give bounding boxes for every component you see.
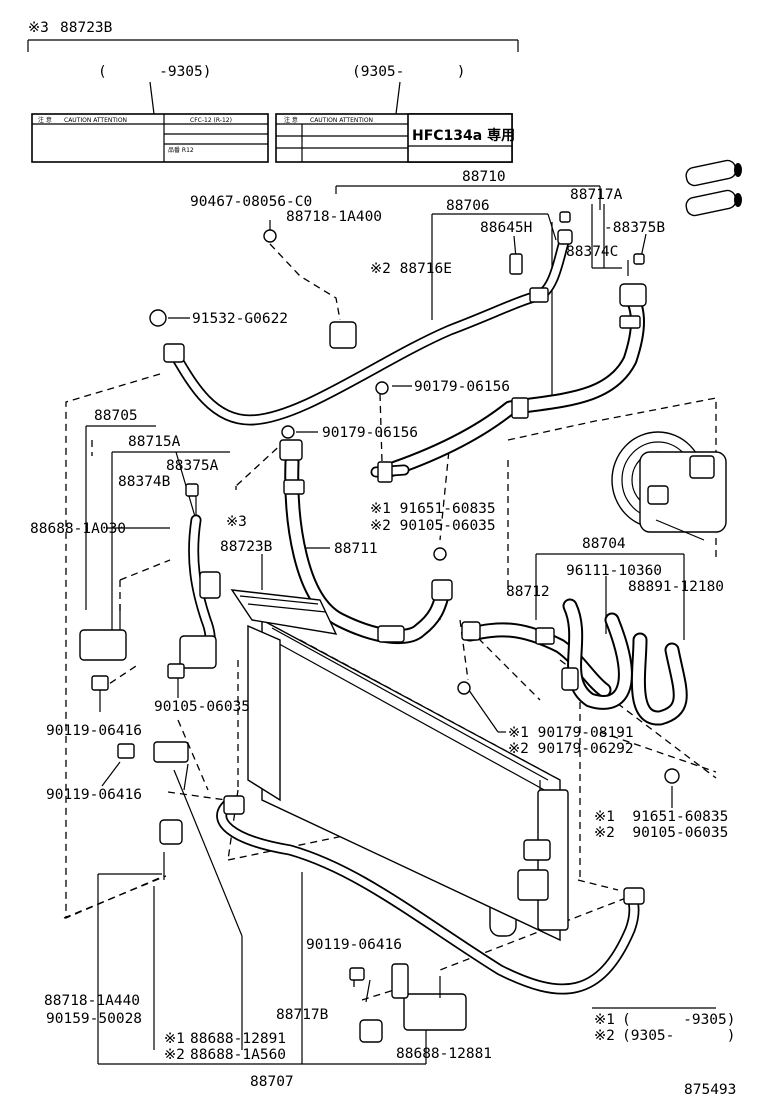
label-88374c: 88374C <box>566 244 618 260</box>
hoses <box>166 230 688 995</box>
label-88704: 88704 <box>582 536 626 552</box>
label-90179-06156-a: 90179-06156 <box>414 379 510 395</box>
label-88705: 88705 <box>94 408 138 424</box>
label-88712: 88712 <box>506 584 550 600</box>
leader-lines <box>85 185 685 1065</box>
label-88374b: 88374B <box>118 474 171 490</box>
caution-right-title-en: CAUTION ATTENTION <box>310 117 373 124</box>
caution-right-hfc: HFC134a 専用 <box>412 127 515 144</box>
label-88706: 88706 <box>446 198 490 214</box>
label-90105-b: ※2 90105-06035 <box>594 825 728 841</box>
label-90179-06292: ※2 90179-06292 <box>508 741 634 757</box>
compressor <box>611 431 727 541</box>
label-90119-b: 90119-06416 <box>46 787 142 803</box>
label-88688-1a560: 88688-1A560 <box>190 1047 286 1063</box>
label-88723b: 88723B <box>220 539 273 555</box>
label-88375a: 88375A <box>166 458 219 474</box>
range-right: (9305- ) <box>352 64 466 80</box>
label-88891: 88891-12180 <box>628 579 724 595</box>
label-90105-a: ※2 90105-06035 <box>370 518 496 534</box>
legend: ※1 ( -9305) ※2 (9305- ) <box>592 1007 736 1044</box>
label-2-mark-a: ※2 <box>164 1047 185 1063</box>
label-88711: 88711 <box>334 541 378 557</box>
label-88710: 88710 <box>462 169 506 185</box>
label-91532: 91532-G0622 <box>192 311 288 327</box>
condenser <box>230 589 569 942</box>
label-91651-a: ※1 91651-60835 <box>370 501 496 517</box>
label-90179-06156-b: 90179-06156 <box>322 425 418 441</box>
label-90467: 90467-08056-C0 <box>190 194 312 210</box>
caution-left-title-jp: 注 意 <box>38 116 52 124</box>
range-left: ( -9305) <box>98 64 212 80</box>
label-90179-08191: ※1 90179-08191 <box>508 725 634 741</box>
label-90119-a: 90119-06416 <box>46 723 142 739</box>
label-88718-1a440: 88718-1A440 <box>44 993 140 1009</box>
label-88716e: ※2 88716E <box>370 261 452 277</box>
legend-row1-range: ( -9305) <box>622 1012 736 1028</box>
legend-row2-range: (9305- ) <box>622 1028 736 1044</box>
label-96111: 96111-10360 <box>566 563 662 579</box>
label-88717b: 88717B <box>276 1007 329 1023</box>
part-labels: 88710 90467-08056-C0 88718-1A400 88706 8… <box>30 169 728 1090</box>
caution-label-right: 注 意 CAUTION ATTENTION HFC134a 専用 <box>275 113 515 163</box>
caution-left-right-box: CFC-12 (R-12) <box>190 117 232 124</box>
brackets <box>79 571 579 1043</box>
header-ref-mark: ※3 <box>28 20 49 36</box>
label-91651-b: ※1 91651-60835 <box>594 809 728 825</box>
header-part-no: 88723B <box>60 20 113 36</box>
label-88707: 88707 <box>250 1074 294 1090</box>
label-1-mark-a: ※1 <box>164 1031 185 1047</box>
legend-row1-mark: ※1 <box>594 1012 615 1028</box>
label-90159: 90159-50028 <box>46 1011 142 1027</box>
caution-label-left: 注 意 CAUTION ATTENTION CFC-12 (R-12) 品番 R… <box>31 113 269 163</box>
fittings <box>149 211 680 905</box>
label-88688-12891: 88688-12891 <box>190 1031 286 1047</box>
label-90119-c: 90119-06416 <box>306 937 402 953</box>
label-88715a: 88715A <box>128 434 181 450</box>
service-caps <box>685 159 742 217</box>
label-88375b: -88375B <box>604 220 665 236</box>
label-88688-1a030: 88688-1A030 <box>30 521 126 537</box>
legend-row2-mark: ※2 <box>594 1028 615 1044</box>
label-90105-06035: 90105-06035 <box>154 699 250 715</box>
label-88718-1a400: 88718-1A400 <box>286 209 382 225</box>
label-88717a: 88717A <box>570 187 623 203</box>
header-bracket <box>27 39 519 115</box>
diagram-id: 875493 <box>684 1082 736 1098</box>
caution-left-title-en: CAUTION ATTENTION <box>64 117 127 124</box>
label-3-mark: ※3 <box>226 514 247 530</box>
caution-left-sub: 品番 R12 <box>168 147 194 154</box>
label-88688-12881: 88688-12881 <box>396 1046 492 1062</box>
caution-right-title-jp: 注 意 <box>284 116 298 124</box>
label-88645h: 88645H <box>480 220 532 236</box>
